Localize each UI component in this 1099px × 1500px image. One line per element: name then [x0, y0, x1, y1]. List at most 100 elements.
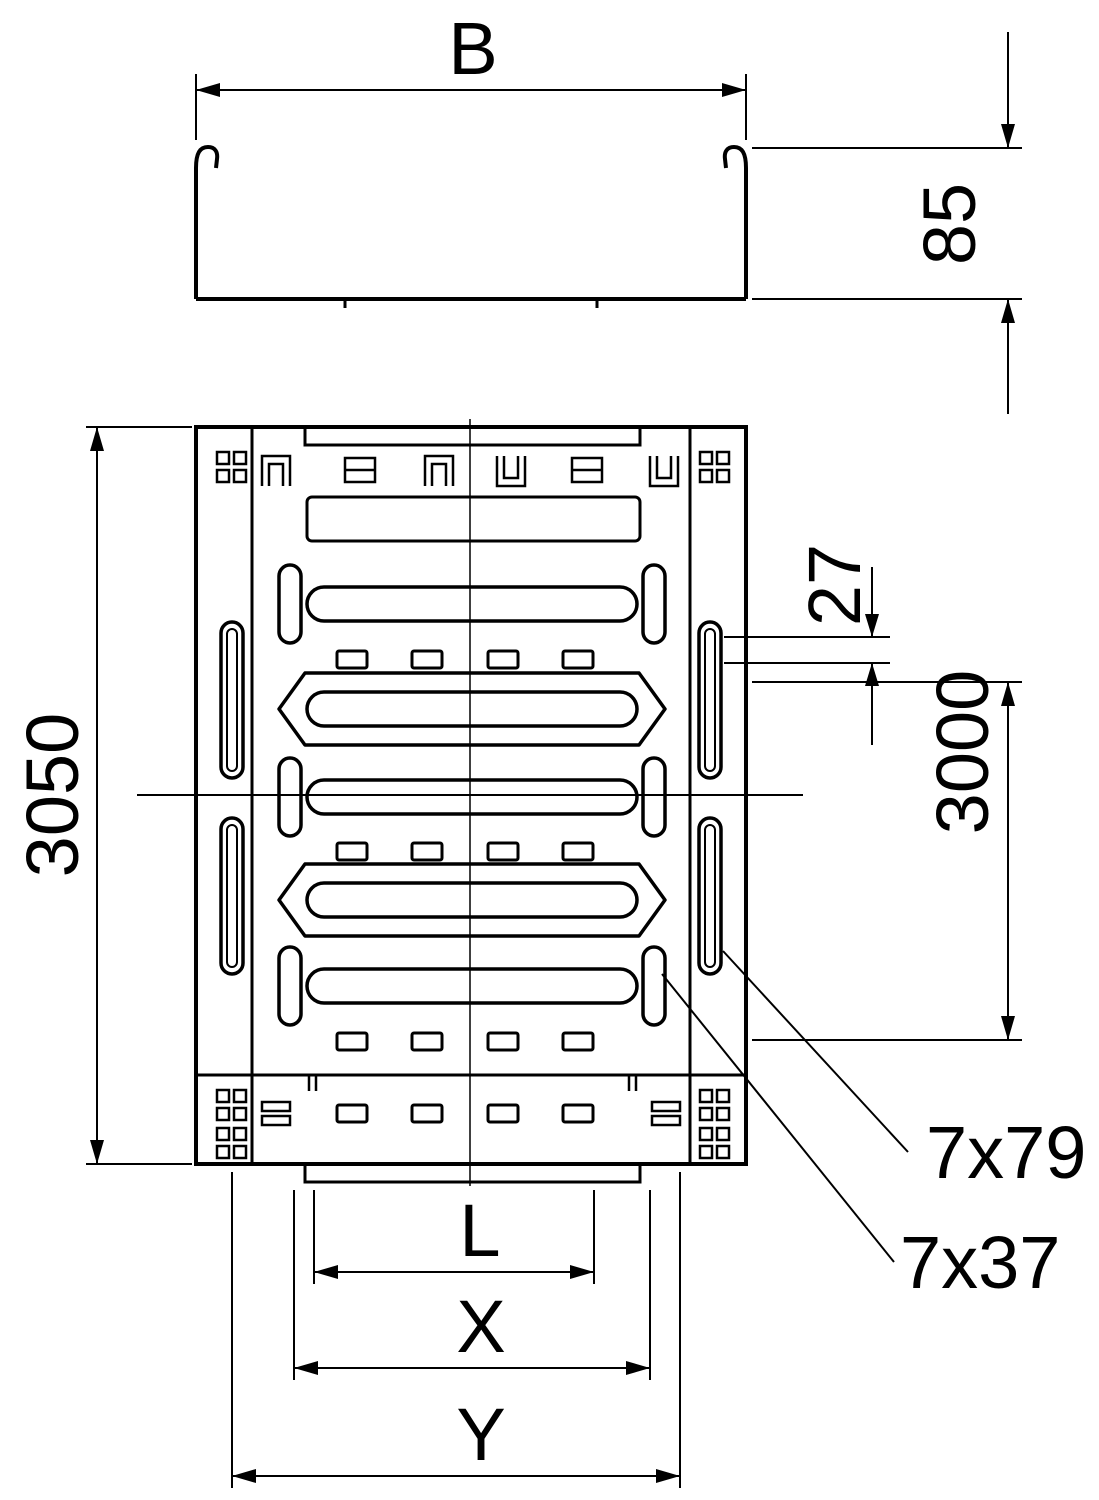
bottom-end-step	[303, 1164, 642, 1184]
connector-section	[215, 1075, 731, 1160]
small-slot	[486, 1103, 520, 1124]
square-hole	[715, 468, 731, 484]
small-slot	[561, 1031, 595, 1052]
square-hole	[698, 1088, 714, 1104]
square-hole	[232, 1088, 248, 1104]
louver-mark	[648, 456, 680, 488]
square-hole	[715, 1106, 731, 1122]
hex-slot	[277, 862, 667, 938]
end-slot	[641, 563, 667, 645]
slot-pair	[650, 1114, 682, 1127]
small-slot	[410, 649, 444, 670]
hex-slot	[277, 671, 667, 747]
rail-slot	[697, 816, 723, 976]
square-hole	[698, 468, 714, 484]
x-label: X	[456, 1285, 505, 1368]
arrowhead-down	[1001, 1016, 1015, 1040]
bottom-perforation	[277, 563, 667, 1052]
arrowhead-right	[656, 1469, 680, 1483]
plan-view	[137, 419, 803, 1186]
small-slot	[335, 1103, 369, 1124]
square-hole	[215, 1126, 231, 1142]
hinge-ticks	[307, 1075, 638, 1091]
long-slot	[305, 881, 639, 919]
dimension-3000: 3000	[752, 670, 1022, 1041]
square-hole	[698, 1144, 714, 1160]
dimension-27: 27	[724, 544, 890, 745]
square-hole	[215, 450, 231, 466]
cross-section-view	[194, 144, 748, 308]
arrowhead-left	[294, 1361, 318, 1375]
square-hole	[232, 1144, 248, 1160]
arrowhead-down	[1001, 124, 1015, 148]
pitch-label: 27	[793, 544, 876, 626]
square-hole	[232, 1126, 248, 1142]
height-label: 85	[908, 183, 991, 265]
arrowhead-up	[1001, 682, 1015, 706]
long-slot	[305, 778, 639, 816]
long-slot	[305, 967, 639, 1005]
square-hole	[698, 450, 714, 466]
double-slot-mark	[343, 456, 377, 484]
small-slot	[561, 841, 595, 862]
rail-slot-inner	[704, 628, 716, 772]
leader-7x37: 7x37	[661, 973, 1060, 1304]
small-slot	[410, 1031, 444, 1052]
small-slot	[335, 649, 369, 670]
square-hole	[698, 1126, 714, 1142]
square-hole	[215, 1106, 231, 1122]
rail-slot	[219, 620, 245, 780]
square-hole	[215, 1088, 231, 1104]
leader-line	[661, 973, 895, 1263]
dimension-85: 85	[752, 32, 1022, 414]
rail-slots	[219, 620, 723, 976]
end-slot	[641, 945, 667, 1027]
rail-slot-inner	[226, 824, 238, 968]
square-hole	[715, 1144, 731, 1160]
right-wall-with-hook	[722, 144, 748, 299]
small-slot	[561, 649, 595, 670]
inner-length-label: 3000	[921, 670, 1004, 835]
end-slot	[277, 756, 303, 838]
dimension-l: L	[313, 1189, 595, 1284]
long-slot	[305, 690, 639, 728]
arrowhead-up	[865, 663, 879, 686]
small-slot	[561, 1103, 595, 1124]
dimension-b: B	[195, 7, 747, 140]
small-slot	[335, 1031, 369, 1052]
double-slot-mark	[570, 456, 604, 484]
left-wall-with-hook	[194, 144, 220, 299]
arrowhead-down	[90, 1140, 104, 1164]
label-plate	[305, 495, 642, 543]
small-slot	[335, 841, 369, 862]
rail-slot	[697, 620, 723, 780]
leader-line	[722, 950, 909, 1153]
small-slot	[410, 1103, 444, 1124]
rail-slot-inner	[226, 628, 238, 772]
end-perforation-strip	[215, 450, 731, 488]
arrowhead-down	[865, 614, 879, 637]
end-slot	[277, 563, 303, 645]
overall-length-label: 3050	[11, 713, 94, 878]
end-slot	[277, 945, 303, 1027]
square-hole	[232, 1106, 248, 1122]
long-slot	[305, 585, 639, 623]
top-end-step	[303, 427, 642, 447]
leader-7x79: 7x79	[722, 950, 1086, 1194]
dimension-x: X	[293, 1190, 651, 1380]
square-hole	[215, 1144, 231, 1160]
arrowhead-right	[722, 83, 746, 97]
square-hole	[715, 450, 731, 466]
l-label: L	[459, 1189, 500, 1272]
width-label: B	[448, 7, 497, 90]
square-hole	[715, 1088, 731, 1104]
arrowhead-left	[314, 1265, 338, 1279]
square-hole	[232, 450, 248, 466]
slot-pair	[650, 1100, 682, 1113]
end-slot	[641, 756, 667, 838]
rail-slot	[219, 816, 245, 976]
square-hole	[698, 1106, 714, 1122]
small-slot	[410, 841, 444, 862]
